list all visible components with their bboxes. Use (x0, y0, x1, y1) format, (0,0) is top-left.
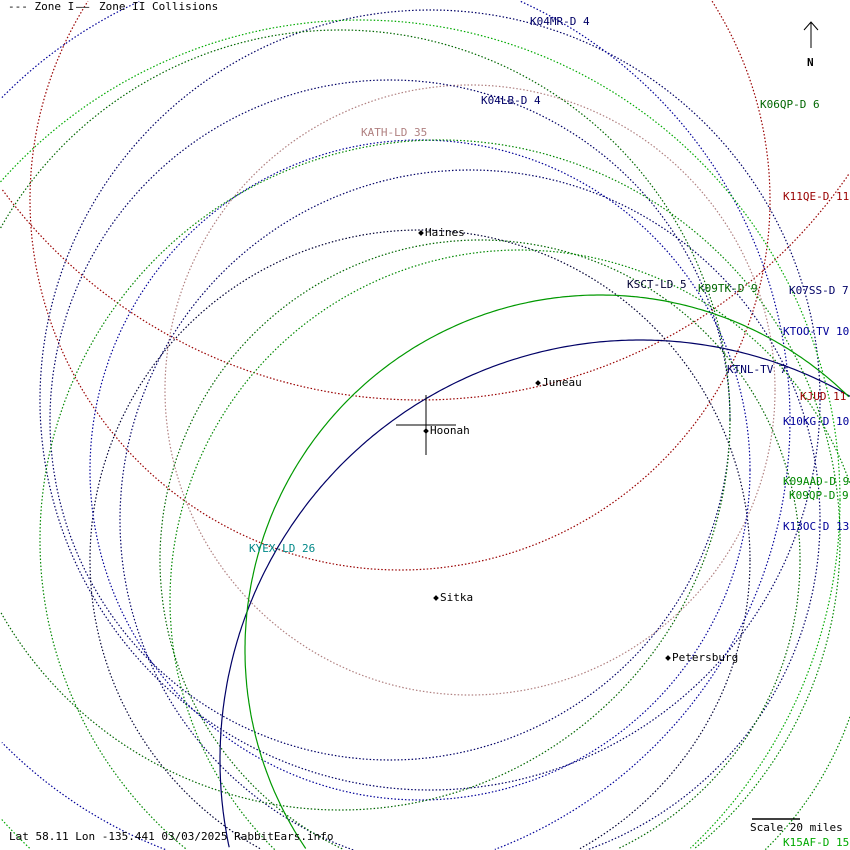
north-label: N (807, 56, 814, 69)
station-label[interactable]: K09AAD-D 9 (783, 475, 850, 488)
station-label[interactable]: KSCT-LD 5 (627, 278, 687, 291)
legend-zone1: --- Zone I (8, 0, 75, 13)
city-marker-icon (535, 380, 541, 386)
city-petersburg: Petersburg (665, 651, 739, 664)
contour-k09tk (159, 239, 801, 850)
contour-ktnl (219, 339, 850, 848)
station-label[interactable]: KTNL-TV 7 (727, 363, 787, 376)
contour-k06qp (0, 29, 731, 811)
contour-k13oc (1, 0, 791, 850)
contour-k09aad (39, 139, 841, 850)
legend-zone2-line: —— (76, 0, 90, 13)
station-label[interactable]: K15AF-D 15 (783, 836, 850, 849)
city-name: Hoonah (430, 424, 470, 437)
city-marker-icon (423, 428, 429, 434)
city-marker-icon (418, 230, 424, 236)
city-name: Haines (425, 226, 465, 239)
station-label[interactable]: KJUD 11 (800, 390, 847, 403)
station-label[interactable]: K06QP-D 6 (760, 98, 820, 111)
city-juneau: Juneau (535, 376, 582, 389)
station-label[interactable]: K10KG-D 10 (783, 415, 850, 428)
contour-k07ss (119, 169, 821, 850)
contour-k15af (0, 19, 841, 849)
city-name: Sitka (440, 591, 474, 604)
city-name: Juneau (542, 376, 582, 389)
north-arrow-icon (803, 21, 819, 48)
crosshair-icon (396, 395, 456, 455)
station-label[interactable]: K13OC-D 13 (783, 520, 850, 533)
station-label[interactable]: KTOO-TV 10 (783, 325, 850, 338)
contour-k04mr (39, 9, 821, 791)
station-label[interactable]: K11QE-D 11 (783, 190, 850, 203)
station-label[interactable]: K04MR-D 4 (530, 15, 590, 28)
station-label[interactable]: K07SS-D 7 (789, 284, 849, 297)
station-label[interactable]: K04LB-D 4 (481, 94, 541, 107)
contour-k11qe (29, 0, 771, 571)
contour-k10kg (89, 139, 751, 801)
footer-info: Lat 58.11 Lon -135.441 03/03/2025 Rabbit… (9, 830, 334, 843)
contour-k04lb (49, 79, 731, 761)
legend-zone2: Zone II Collisions (99, 0, 219, 13)
station-label[interactable]: KYEX-LD 26 (249, 542, 316, 555)
contour-kath (164, 84, 776, 696)
scale-label: Scale 20 miles (750, 821, 843, 834)
station-label[interactable]: KATH-LD 35 (361, 126, 428, 139)
station-label[interactable]: K09QP-D 9 (789, 489, 849, 502)
city-marker-icon (433, 595, 439, 601)
contour-ktoo (244, 294, 850, 849)
city-hoonah: Hoonah (423, 424, 470, 437)
city-sitka: Sitka (433, 591, 474, 604)
station-label[interactable]: K09TK-D 9 (698, 282, 758, 295)
contour-kjud (1, 174, 850, 401)
contour-ksct (89, 229, 751, 850)
city-marker-icon (665, 655, 671, 661)
city-haines: Haines (418, 226, 465, 239)
city-name: Petersburg (672, 651, 739, 664)
